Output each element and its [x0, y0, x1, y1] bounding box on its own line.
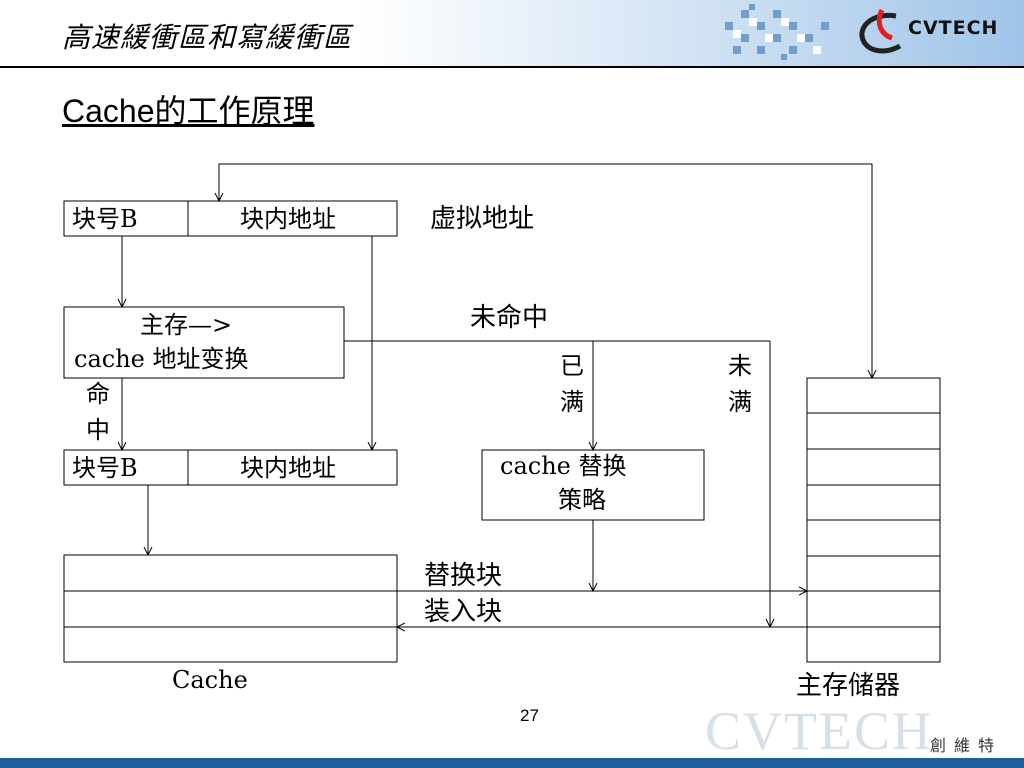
- virtual-address-box: [63, 200, 398, 237]
- not-full-char1: 未: [728, 352, 752, 380]
- slide-subtitle: Cache的工作原理: [62, 93, 315, 129]
- feedback-arrow: [219, 163, 873, 378]
- header-rule: [0, 66, 1024, 68]
- translate-line1: 主存—>: [140, 311, 232, 339]
- footer-bar: [0, 758, 1024, 768]
- checker-pattern-icon: [725, 4, 829, 60]
- hit-char2: 中: [86, 416, 110, 444]
- full-char2: 满: [560, 388, 584, 416]
- hit-char1: 命: [86, 380, 110, 408]
- physical-block-label: 块号B: [72, 454, 138, 482]
- replace-line1: cache 替换: [500, 452, 626, 480]
- watermark-text: CVTECH: [705, 701, 933, 761]
- cache-block: [63, 554, 398, 663]
- main-memory-label: 主存储器: [796, 671, 900, 701]
- virtual-address-label: 虚拟地址: [430, 204, 534, 234]
- logo-text: CVTECH: [908, 17, 999, 39]
- cvtech-logo-icon: [859, 8, 902, 54]
- replace-block-label: 替换块: [424, 561, 502, 591]
- watermark-cn: 創維特: [930, 736, 1003, 755]
- virtual-block-label: 块号B: [72, 205, 138, 233]
- full-char1: 已: [560, 352, 584, 380]
- not-full-char2: 满: [728, 388, 752, 416]
- cache-label: Cache: [172, 666, 248, 694]
- load-block-label: 装入块: [424, 597, 502, 627]
- header-band: [0, 0, 1024, 66]
- replace-line2: 策略: [558, 486, 606, 514]
- header-title: 高速緩衝區和寫緩衝區: [62, 21, 353, 54]
- translate-line2: cache 地址变换: [74, 345, 248, 373]
- physical-offset-label: 块内地址: [240, 454, 336, 482]
- miss-label: 未命中: [470, 303, 548, 333]
- virtual-offset-label: 块内地址: [240, 205, 336, 233]
- page-number: 27: [520, 706, 539, 725]
- physical-address-box: [63, 449, 398, 486]
- address-translation-box: [63, 306, 345, 379]
